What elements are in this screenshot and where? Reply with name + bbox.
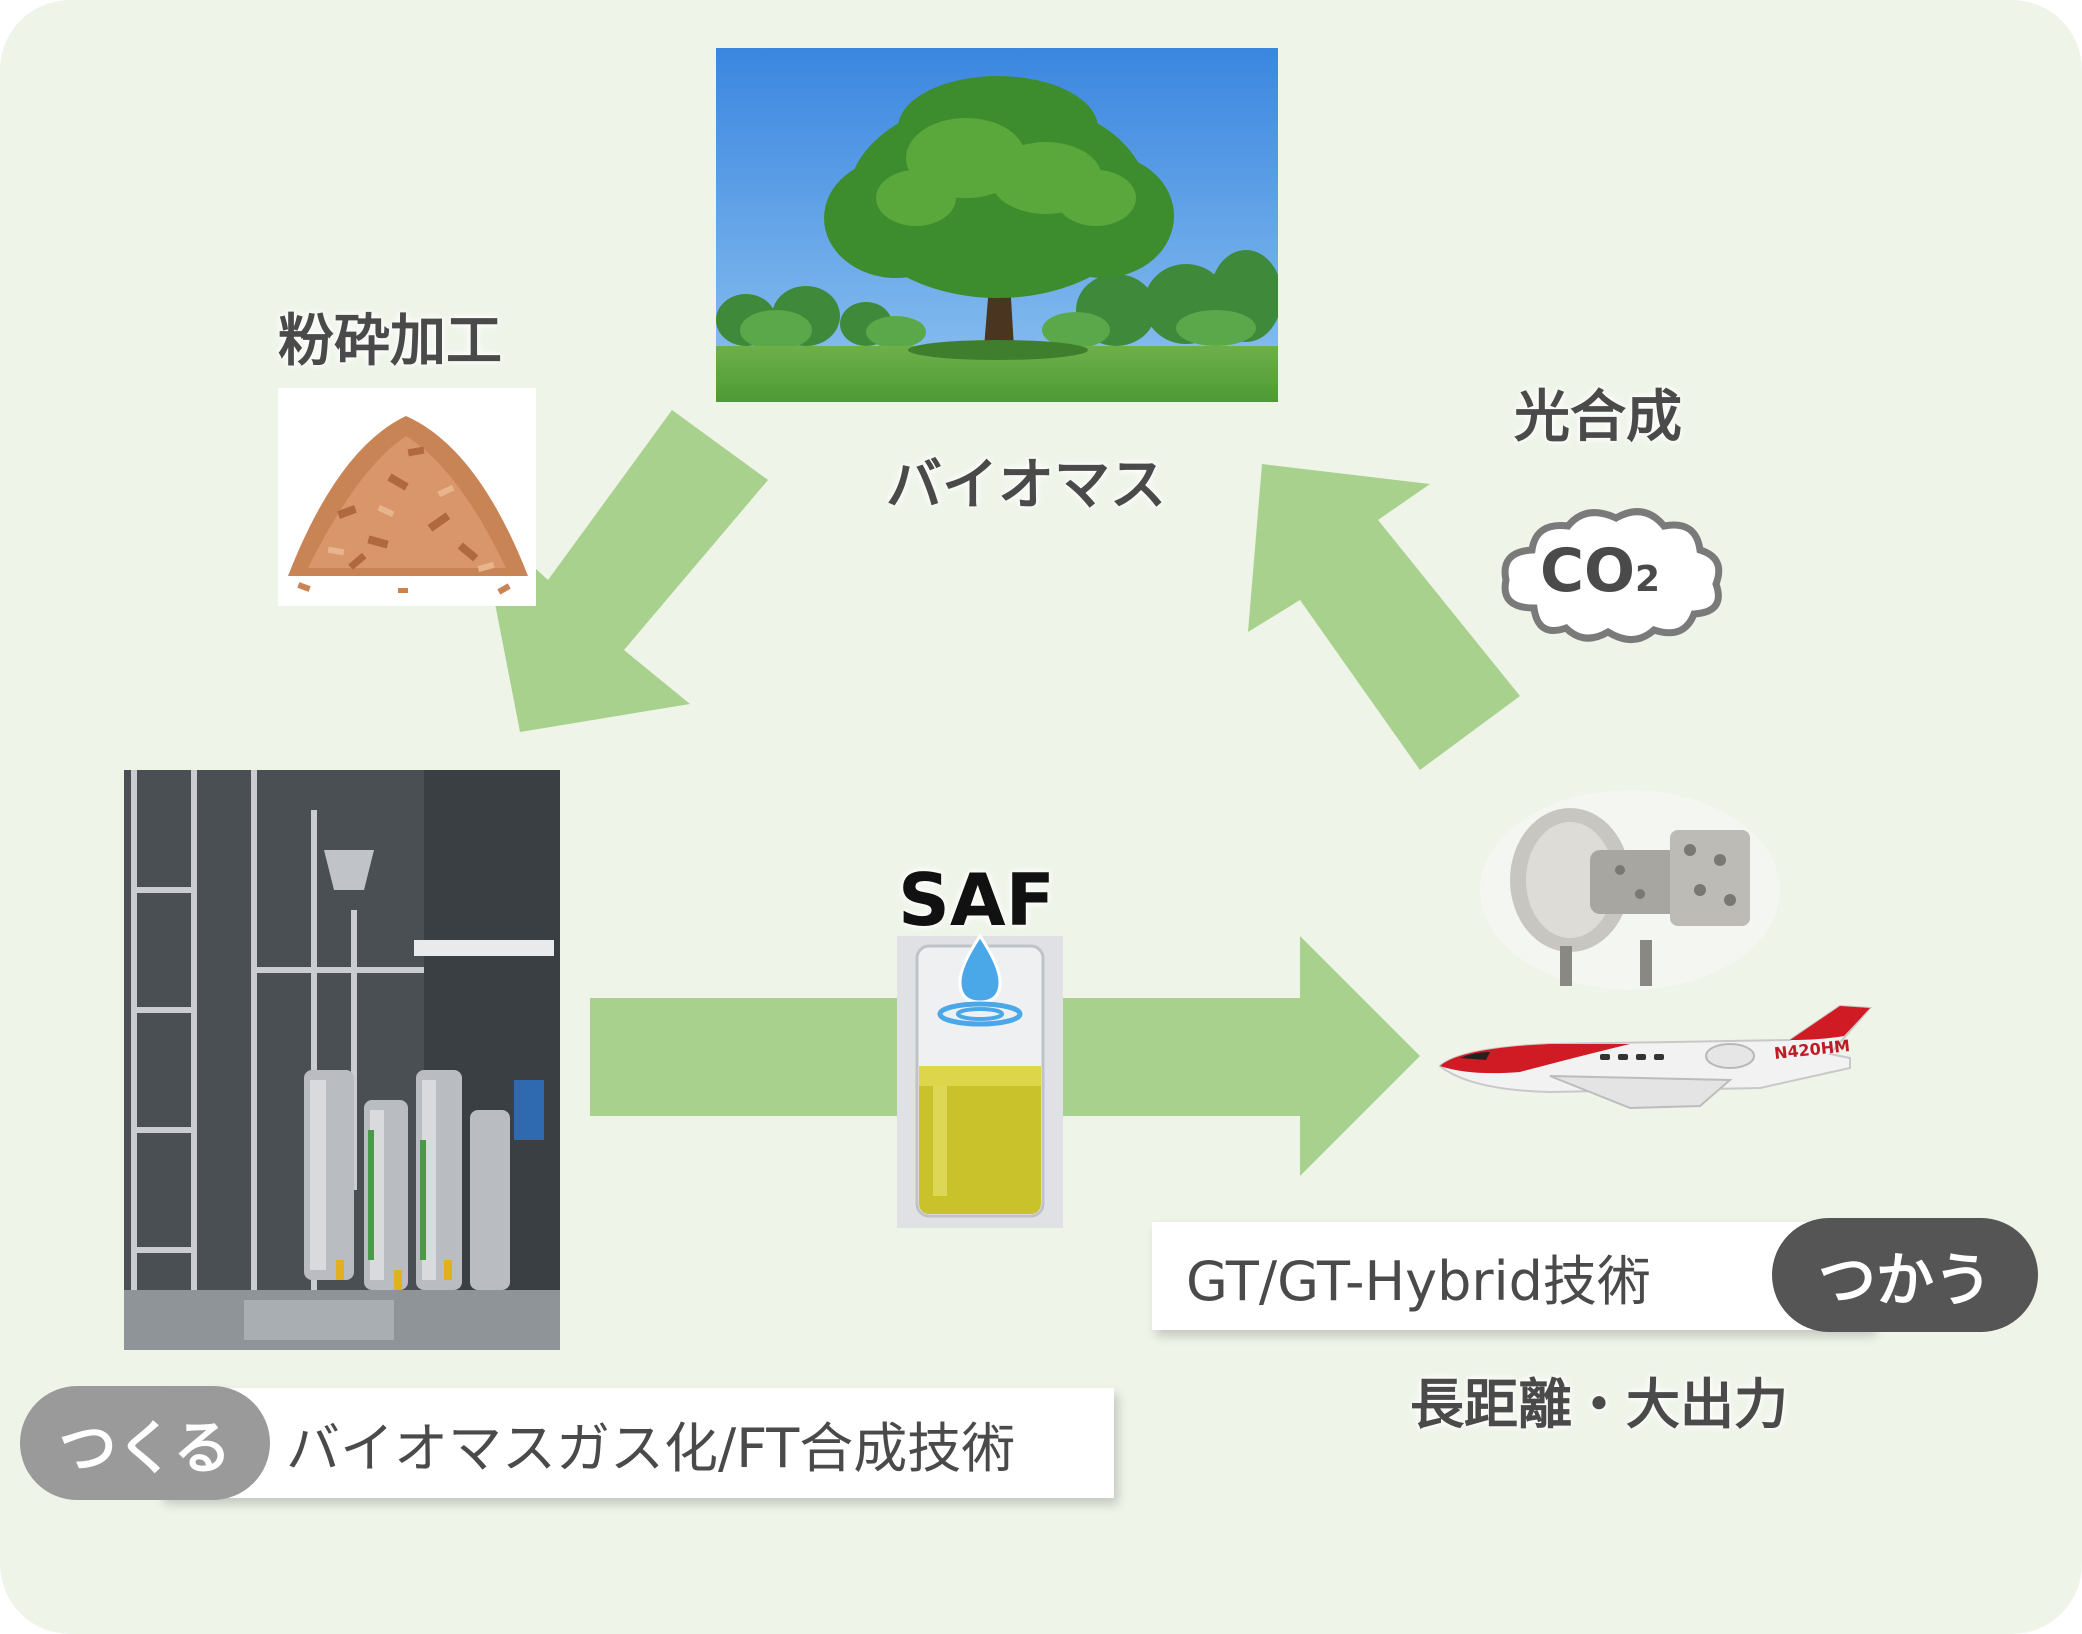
make-tech-bar: バイオマスガス化/FT合成技術: [160, 1388, 1114, 1498]
arrow-biomass-to-plant: [478, 410, 768, 732]
biomass-label: バイオマス: [886, 453, 1166, 518]
use-pill: つかう: [1772, 1218, 2038, 1332]
co2-text: CO2: [1540, 536, 1660, 606]
use-tech-label: GT/GT-Hybrid技術: [1186, 1249, 1651, 1313]
make-tech-label: バイオマスガス化/FT合成技術: [286, 1416, 1016, 1480]
co2-cloud-icon: [1501, 508, 1723, 643]
business-jet-photo: [1430, 996, 1900, 1126]
make-pill: つくる: [20, 1386, 270, 1500]
use-tech-bar: GT/GT-Hybrid技術: [1152, 1222, 1872, 1330]
tree-photo: [716, 48, 1278, 402]
photosynthesis-label: 光合成: [1514, 385, 1682, 450]
grinding-label: 粉砕加工: [278, 309, 502, 374]
co2-label: CO: [1540, 536, 1636, 606]
arrow-aircraft-to-biomass: [1248, 464, 1520, 770]
saf-label: SAF: [898, 858, 1055, 942]
plant-photo: [124, 770, 560, 1350]
fuel-drop-icon: [937, 933, 1023, 1027]
use-feature-label: 長距離・大出力: [1410, 1373, 1788, 1436]
co2-subscript: 2: [1635, 559, 1661, 600]
wood-chips-photo: [278, 388, 536, 606]
gas-turbine-engine-photo: [1480, 790, 1780, 990]
